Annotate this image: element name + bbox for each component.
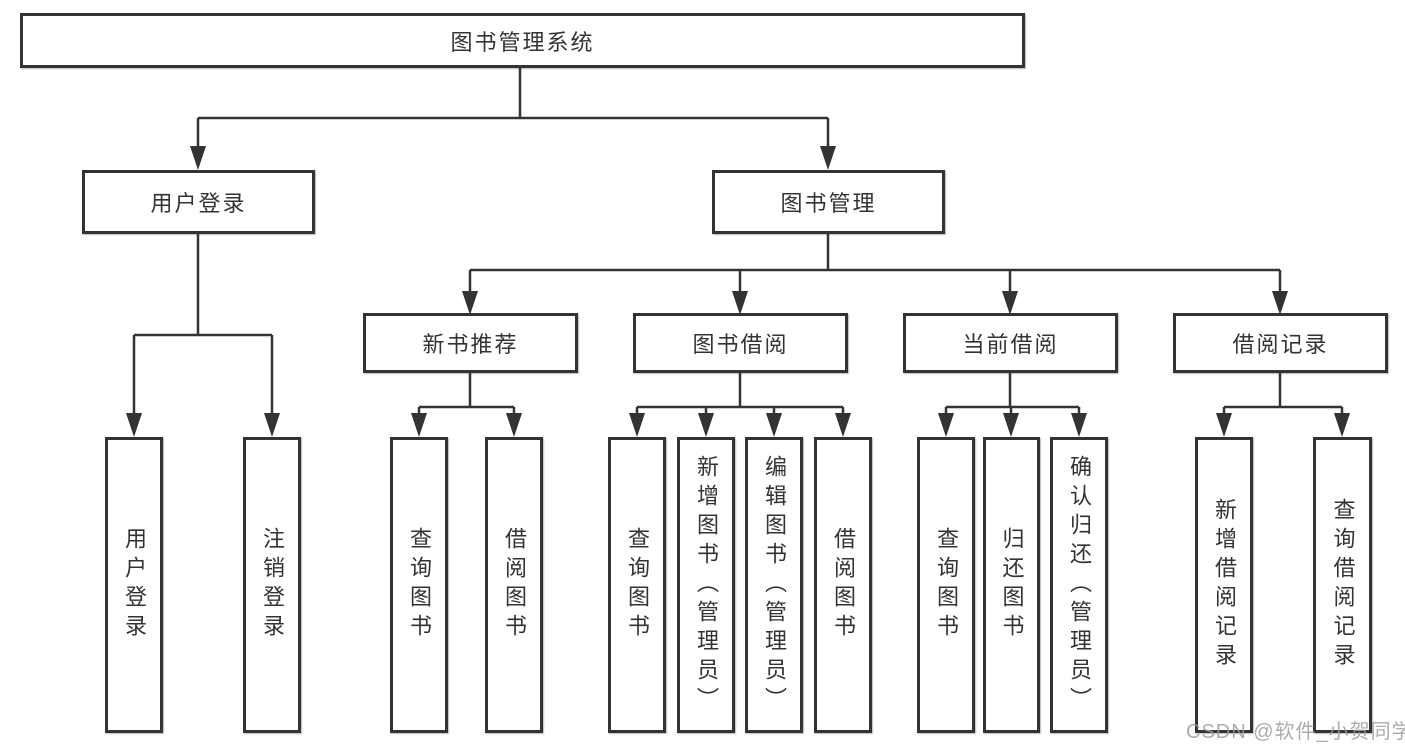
leaf-confirm-return-admin: 确认归还（管理员） xyxy=(1050,437,1108,733)
node-label: 用户登录 xyxy=(150,191,247,216)
node-label: 注销登录 xyxy=(260,527,285,643)
connector-path xyxy=(132,68,1344,417)
leaf-return-book: 归还图书 xyxy=(983,437,1040,733)
arrow-down-icon xyxy=(1334,413,1350,437)
node-user-login: 用户登录 xyxy=(82,170,315,234)
node-label: 借阅图书 xyxy=(502,527,527,643)
node-label: 新增图书（管理员） xyxy=(694,454,719,716)
node-borrow-records: 借阅记录 xyxy=(1173,313,1388,373)
node-current-borrow: 当前借阅 xyxy=(903,313,1118,373)
arrow-down-icon xyxy=(732,291,748,315)
arrow-down-icon xyxy=(1003,413,1019,437)
node-new-book-recommend: 新书推荐 xyxy=(363,313,578,373)
node-label: 查询图书 xyxy=(407,527,432,643)
arrow-down-icon xyxy=(1272,291,1288,315)
node-book-management: 图书管理 xyxy=(712,170,945,234)
leaf-query-books-borrow: 查询图书 xyxy=(608,437,666,733)
node-label: 新增借阅记录 xyxy=(1212,498,1237,672)
node-label: 查询借阅记录 xyxy=(1330,498,1356,672)
node-label: 图书借阅 xyxy=(692,332,789,357)
node-label: 编辑图书（管理员） xyxy=(762,454,787,716)
node-label: 借阅图书 xyxy=(831,527,856,643)
arrow-down-icon xyxy=(411,413,427,437)
node-book-borrow: 图书借阅 xyxy=(633,313,848,373)
arrow-down-icon xyxy=(835,413,851,437)
watermark: CSDN @软件_小贺同学 xyxy=(1186,721,1405,743)
leaf-borrow-books: 借阅图书 xyxy=(814,437,872,733)
arrow-down-icon xyxy=(1071,413,1087,437)
node-label: 借阅记录 xyxy=(1232,332,1329,357)
leaf-query-borrow-record: 查询借阅记录 xyxy=(1313,437,1372,733)
node-label: 图书管理 xyxy=(780,191,877,216)
arrow-down-icon xyxy=(462,291,478,315)
leaf-edit-book-admin: 编辑图书（管理员） xyxy=(745,437,803,733)
arrow-down-icon xyxy=(506,413,522,437)
arrow-down-icon xyxy=(938,413,954,437)
leaf-logout: 注销登录 xyxy=(243,437,301,733)
node-label: 确认归还（管理员） xyxy=(1067,454,1092,716)
node-label: 当前借阅 xyxy=(962,332,1059,357)
leaf-add-borrow-record: 新增借阅记录 xyxy=(1195,437,1253,733)
arrow-down-icon xyxy=(629,413,645,437)
leaf-user-login: 用户登录 xyxy=(105,437,163,733)
leaf-borrow-books-recommend: 借阅图书 xyxy=(485,437,543,733)
node-label: 查询图书 xyxy=(934,527,959,643)
node-system-root: 图书管理系统 xyxy=(20,13,1025,68)
node-label: 新书推荐 xyxy=(422,332,519,357)
node-label: 查询图书 xyxy=(625,527,650,643)
leaf-add-book-admin: 新增图书（管理员） xyxy=(677,437,735,733)
arrow-down-icon xyxy=(766,413,782,437)
node-label: 归还图书 xyxy=(999,527,1025,643)
arrow-down-icon xyxy=(190,146,206,170)
arrow-down-icon xyxy=(1002,291,1018,315)
arrow-down-icon xyxy=(264,413,280,437)
arrow-down-icon xyxy=(1216,413,1232,437)
arrow-down-icon xyxy=(126,413,142,437)
node-label: 用户登录 xyxy=(122,527,147,643)
leaf-query-books-current: 查询图书 xyxy=(917,437,975,733)
arrow-down-icon xyxy=(820,146,836,170)
node-label: 图书管理系统 xyxy=(450,29,595,55)
arrowhead-icons xyxy=(126,146,1350,437)
leaf-query-books-recommend: 查询图书 xyxy=(390,437,448,733)
arrow-down-icon xyxy=(698,413,714,437)
